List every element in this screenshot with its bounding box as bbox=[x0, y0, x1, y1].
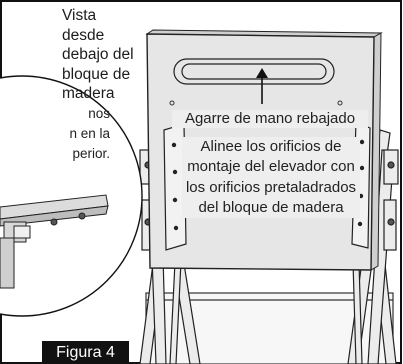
block-dot-left bbox=[169, 100, 175, 106]
view-caption: Vista desde debajo del bloque de madera bbox=[62, 7, 134, 102]
inset-text: nos n en la perior. bbox=[0, 104, 110, 164]
alignment-instruction: Alinee los orificios de montaje del elev… bbox=[182, 137, 360, 219]
inset-detail-circle bbox=[0, 75, 143, 317]
inset-text-line: n en la bbox=[69, 126, 110, 141]
recessed-handgrip bbox=[173, 58, 335, 85]
inset-rail-illustration bbox=[0, 194, 109, 289]
handgrip-arrow bbox=[256, 68, 268, 104]
inset-text-line: perior. bbox=[72, 146, 110, 161]
figure-label: Figura 4 bbox=[42, 341, 129, 364]
block-dot-right bbox=[337, 100, 343, 106]
handgrip-label: Agarre de mano rebajado bbox=[172, 110, 368, 128]
inset-text-line: nos bbox=[88, 106, 110, 121]
